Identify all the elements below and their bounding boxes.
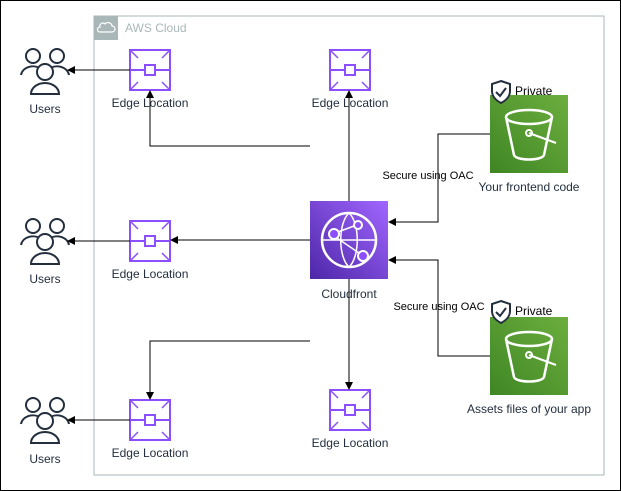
private-shield-icon <box>491 299 511 325</box>
connector-s3-assets-cf <box>388 256 490 357</box>
edge-location-icon <box>329 389 371 431</box>
edge-location-icon <box>129 399 171 441</box>
connector-s3-frontend-cf <box>388 133 490 226</box>
edge-location-label: Edge Location <box>111 267 189 281</box>
edge-location-icon <box>129 220 171 262</box>
connector-cf-edge-top-left <box>146 90 310 147</box>
oac-link-label: Secure using OAC <box>393 301 485 313</box>
cloudfront-label: Cloudfront <box>321 287 377 301</box>
private-shield-icon <box>491 79 511 105</box>
users-label: Users <box>29 102 61 116</box>
edge-location-label: Edge Location <box>311 436 389 450</box>
users-icon <box>20 218 70 265</box>
users-icon <box>20 48 70 95</box>
edge-location-label: Edge Location <box>311 96 389 110</box>
connectors <box>67 66 490 424</box>
s3-frontend-label: Your frontend code <box>478 180 580 194</box>
edge-location-label: Edge Location <box>111 96 189 110</box>
users-icon <box>20 397 70 444</box>
private-badge-label: Private <box>515 84 553 98</box>
cloudfront-icon <box>310 201 388 279</box>
s3-bucket-icon <box>490 317 568 395</box>
edge-location-icon <box>329 49 371 91</box>
aws-cloud-icon <box>94 16 118 40</box>
users-label: Users <box>29 452 61 466</box>
oac-link-label: Secure using OAC <box>382 170 474 182</box>
private-badge-label: Private <box>515 304 553 318</box>
s3-assets-label: Assets files of your app <box>466 402 592 416</box>
users-label: Users <box>29 272 61 286</box>
edge-location-icon <box>129 49 171 91</box>
s3-bucket-icon <box>490 95 568 173</box>
connector-cf-edge-bottom-left <box>146 340 310 400</box>
edge-location-label: Edge Location <box>111 446 189 460</box>
aws-cloud-group <box>93 15 605 476</box>
aws-cloud-label: AWS Cloud <box>125 21 187 35</box>
